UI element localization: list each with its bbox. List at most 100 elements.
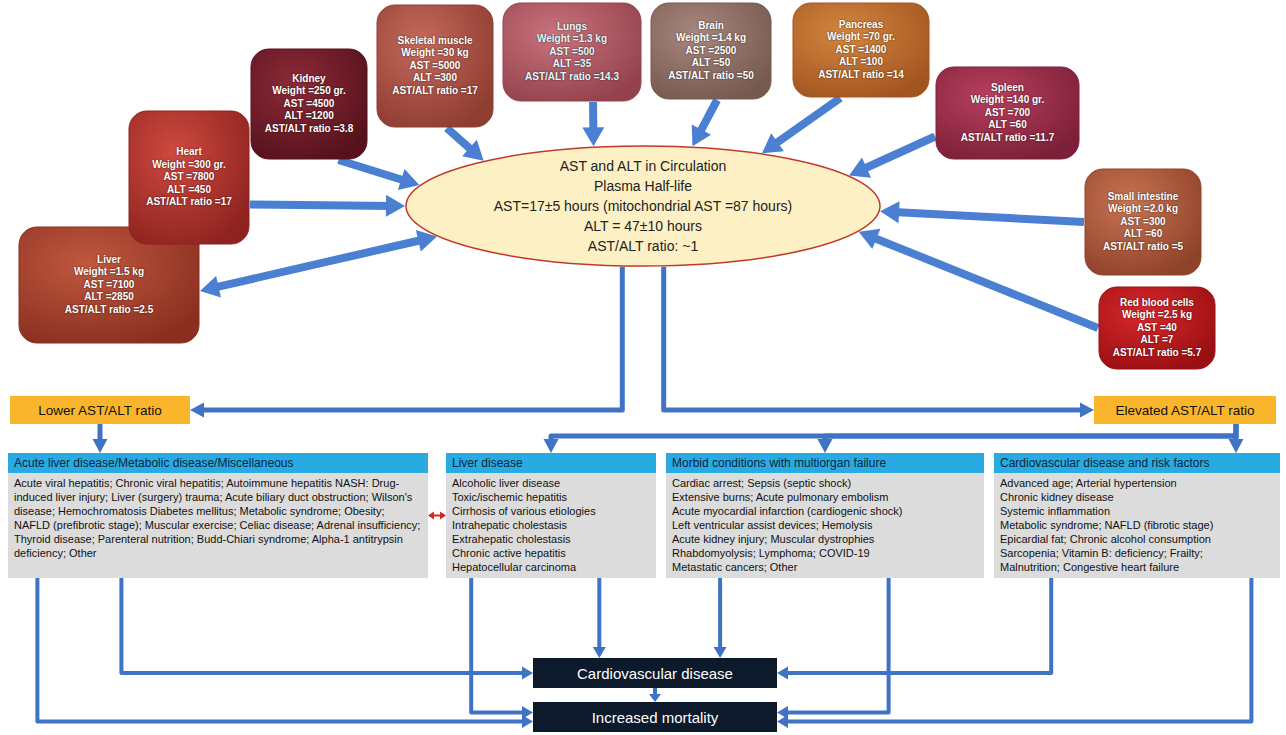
organ-body xyxy=(251,49,367,159)
arrowhead xyxy=(714,647,727,658)
organ-text: ALT =7 xyxy=(1113,334,1201,347)
organ-text: ALT =300 xyxy=(392,72,478,85)
organ-body xyxy=(793,3,929,97)
box-body-text: Epicardial fat; Chronic alcohol consumpt… xyxy=(1000,532,1274,546)
node-text: Cardiovascular disease xyxy=(577,665,733,682)
connector-line xyxy=(871,237,1098,328)
arrowhead xyxy=(1080,403,1094,418)
connector xyxy=(859,229,1098,328)
organ-text: AST =700 xyxy=(961,107,1054,120)
condition-box: Acute liver disease/Metabolic disease/Mi… xyxy=(8,453,428,578)
connector xyxy=(714,578,727,658)
node-text: Plasma Half-life xyxy=(494,176,792,196)
node-text: Increased mortality xyxy=(592,709,719,726)
organ-text: Weight =2.5 kg xyxy=(1113,309,1201,322)
text-group: PancreasWeight =70 gr.AST =1400ALT =100A… xyxy=(818,19,904,82)
connector-line xyxy=(773,98,840,146)
connector-line xyxy=(785,578,889,713)
connector-line xyxy=(551,424,1236,443)
box-body-text: Chronic kidney disease xyxy=(1000,490,1274,504)
arrowhead xyxy=(649,694,661,702)
connector-line xyxy=(121,578,525,673)
connector xyxy=(762,98,840,153)
box-body-text: Malnutrition; Congestive heart failure xyxy=(1000,560,1274,574)
arrowhead xyxy=(93,439,108,453)
text-group: HeartWeight =300 gr.AST =7800ALT =450AST… xyxy=(146,146,232,209)
box-body-text: Extensive burns; Acute pulmonary embolis… xyxy=(672,490,978,504)
connector-line xyxy=(339,160,407,181)
box-body-text: Chronic active hepatitis xyxy=(452,546,650,560)
organ-text: AST/ALT ratio =5 xyxy=(1103,241,1183,254)
organ-text: ALT =1200 xyxy=(265,110,353,123)
brain-organ: BrainWeight =1.4 kgAST =2500ALT =50AST/A… xyxy=(650,2,772,100)
organ-text: AST/ALT ratio =14 xyxy=(818,69,904,82)
text-group: Red blood cellsWeight =2.5 kgAST =40ALT … xyxy=(1113,297,1201,360)
box-body-text: Rhabdomyolysis; Lymphoma; COVID-19 xyxy=(672,546,978,560)
arrowhead xyxy=(428,512,434,520)
connector-line xyxy=(664,267,1084,410)
organ-text: Weight =140 gr. xyxy=(961,94,1054,107)
text-group: Small intestineWeight =2.0 kgAST =300ALT… xyxy=(1103,191,1183,254)
organ-text: Small intestine xyxy=(1103,191,1183,204)
box-body-text: Metastatic cancers; Other xyxy=(672,560,978,574)
arrowhead xyxy=(386,195,405,217)
arrowhead xyxy=(880,201,900,223)
ratio-tag: Lower AST/ALT ratio xyxy=(10,396,190,424)
connector xyxy=(93,424,108,453)
connector-line xyxy=(250,205,392,206)
organ-text: Pancreas xyxy=(818,19,904,32)
box-body-text: Metabolic syndrome; NAFLD (fibrotic stag… xyxy=(1000,518,1274,532)
arrowhead xyxy=(200,276,221,298)
connector xyxy=(339,160,420,190)
organ-text: Skeletal muscle xyxy=(392,35,478,48)
connector-line xyxy=(37,578,525,722)
organ-text: Red blood cells xyxy=(1113,297,1201,310)
arrowhead xyxy=(582,127,604,146)
organ-text: Spleen xyxy=(961,82,1054,95)
connector-line xyxy=(471,578,525,713)
organ-text: AST =1400 xyxy=(818,44,904,57)
node-text: AST/ALT ratio: ~1 xyxy=(494,236,792,256)
box-body-text: Left ventricular assist devices; Hemolys… xyxy=(672,518,978,532)
organ-text: AST =7100 xyxy=(65,279,153,292)
text-group: BrainWeight =1.4 kgAST =2500ALT =50AST/A… xyxy=(668,20,754,83)
muscle-organ: Skeletal muscleWeight =30 kgAST =5000ALT… xyxy=(376,4,494,128)
text-group: Lower AST/ALT ratio xyxy=(38,403,161,418)
organ-text: AST/ALT ratio =14.3 xyxy=(525,71,619,84)
connector xyxy=(1229,424,1244,453)
arrowhead xyxy=(777,715,788,728)
arrowhead xyxy=(522,706,533,719)
organ-body xyxy=(503,3,641,101)
organ-text: AST/ALT ratio =17 xyxy=(392,85,478,98)
heart-organ: HeartWeight =300 gr.AST =7800ALT =450AST… xyxy=(128,110,250,245)
arrowhead xyxy=(398,169,420,190)
ratio-tag: Elevated AST/ALT ratio xyxy=(1094,396,1276,424)
box-body-text: Systemic inflammation xyxy=(1000,504,1274,518)
connector xyxy=(777,578,889,719)
connector xyxy=(777,578,1251,728)
organ-text: AST =4500 xyxy=(265,98,353,111)
box-body-text: Intrahepatic cholestasis xyxy=(452,518,650,532)
node-text: Lower AST/ALT ratio xyxy=(38,403,161,418)
organ-text: AST =2500 xyxy=(668,45,754,58)
arrowhead xyxy=(522,667,533,680)
organ-text: Heart xyxy=(146,146,232,159)
box-body-text: Sarcopenia; Vitamin B: deficiency; Frail… xyxy=(1000,546,1274,560)
connector-line xyxy=(861,137,935,171)
box-heading: Cardiovascular disease and risk factors xyxy=(994,453,1280,473)
box-body: Alcoholic liver diseaseToxic/ischemic he… xyxy=(446,473,656,578)
text-group: Skeletal muscleWeight =30 kgAST =5000ALT… xyxy=(392,35,478,98)
box-body-text: Hepatocellular carcinoma xyxy=(452,560,650,574)
connector xyxy=(649,688,661,702)
organ-text: ALT =35 xyxy=(525,58,619,71)
connector-line xyxy=(718,578,722,650)
organ-text: AST/ALT ratio =3.8 xyxy=(265,123,353,136)
organ-body xyxy=(651,3,771,99)
box-body-text: Cirrhosis of various etiologies xyxy=(452,504,650,518)
organ-text: AST =500 xyxy=(525,46,619,59)
box-heading: Liver disease xyxy=(446,453,656,473)
organ-text: Weight =1.4 kg xyxy=(668,32,754,45)
connector-line xyxy=(213,240,424,288)
